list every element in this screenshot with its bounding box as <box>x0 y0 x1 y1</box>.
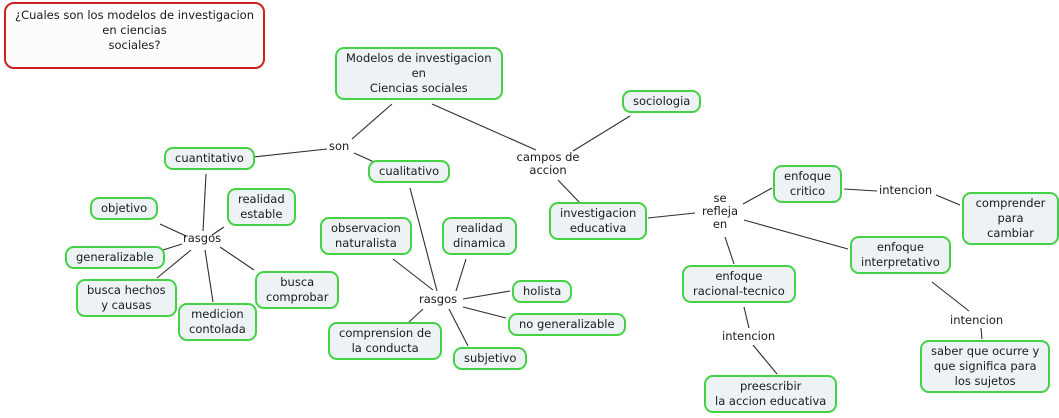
connector-line <box>219 246 255 271</box>
connector-line <box>211 226 225 236</box>
connector-line <box>252 148 328 158</box>
node-cualitativo[interactable]: cualitativo <box>368 160 451 183</box>
node-medicion-contolada[interactable]: medicion contolada <box>178 303 257 341</box>
node-saber-que-ocurre[interactable]: saber que ocurre y que significa para lo… <box>920 340 1051 393</box>
node-enfoque-interpretativo[interactable]: enfoque interpretativo <box>850 236 951 274</box>
link-label-rasgos-cualitativo[interactable]: rasgos <box>419 292 458 306</box>
connector-line <box>202 173 207 232</box>
link-label-se-refleja-en[interactable]: se refleja en <box>701 191 739 232</box>
node-comprender-para-cambiar[interactable]: comprender para cambiar <box>962 192 1059 245</box>
node-busca-comprobar[interactable]: busca comprobar <box>255 271 340 309</box>
connector-line <box>462 290 511 300</box>
connector-line <box>647 212 696 219</box>
connector-line <box>572 115 631 152</box>
node-enfoque-critico[interactable]: enfoque critico <box>773 165 843 203</box>
connector-line <box>409 187 438 292</box>
node-sociologia[interactable]: sociologia <box>622 90 702 113</box>
connector-line <box>931 281 970 312</box>
node-realidad-dinamica[interactable]: realidad dinamica <box>442 217 517 255</box>
link-label-intencion-interpretativo[interactable]: intencion <box>950 313 1004 327</box>
connector-line <box>431 103 537 151</box>
connector-line <box>156 249 192 279</box>
connector-line <box>455 258 467 292</box>
node-investigacion-educativa[interactable]: investigacion educativa <box>549 202 648 240</box>
link-label-son[interactable]: son <box>329 139 350 153</box>
node-enfoque-racional-tecnico[interactable]: enfoque racional-tecnico <box>682 265 796 303</box>
node-objetivo[interactable]: objetivo <box>90 197 159 220</box>
connector-line <box>843 188 878 192</box>
connector-line <box>353 152 375 163</box>
node-preescribir-accion-educativa[interactable]: preescribir la accion educativa <box>704 375 838 413</box>
node-modelos-investigacion[interactable]: Modelos de investigacion en Ciencias soc… <box>335 47 503 100</box>
connector-line <box>204 249 214 303</box>
connector-line <box>408 308 424 323</box>
node-realidad-estable[interactable]: realidad estable <box>227 188 296 226</box>
node-holista[interactable]: holista <box>512 280 573 303</box>
link-label-rasgos-cuantitativo[interactable]: rasgos <box>183 231 222 245</box>
link-label-intencion-critico[interactable]: intencion <box>879 183 933 197</box>
connector-line <box>448 308 469 347</box>
connector-line <box>557 179 581 204</box>
node-busca-hechos-y-causas[interactable]: busca hechos y causas <box>76 279 177 317</box>
link-label-campos-de-accion[interactable]: campos de accion <box>516 150 580 178</box>
connector-line <box>752 344 778 375</box>
node-observacion-naturalista[interactable]: observacion naturalista <box>320 217 412 255</box>
node-no-generalizable[interactable]: no generalizable <box>508 313 626 336</box>
node-generalizable[interactable]: generalizable <box>65 246 165 269</box>
link-label-intencion-racional[interactable]: intencion <box>722 329 776 343</box>
connector-line <box>742 187 773 205</box>
connector-line <box>392 258 434 291</box>
connector-line <box>743 219 849 250</box>
node-cuantitativo[interactable]: cuantitativo <box>164 147 255 170</box>
connector-line <box>724 236 735 265</box>
connector-line <box>351 103 393 140</box>
question-box[interactable]: ¿Cuales son los modelos de investigacion… <box>4 2 265 69</box>
node-comprension-conducta[interactable]: comprension de la conducta <box>328 322 443 360</box>
node-subjetivo[interactable]: subjetivo <box>453 347 528 370</box>
connector-line <box>980 327 983 340</box>
connector-line <box>159 223 187 237</box>
connector-line <box>462 306 507 319</box>
connector-line <box>935 194 961 206</box>
connector-line <box>743 306 750 329</box>
connector-line <box>162 243 183 251</box>
